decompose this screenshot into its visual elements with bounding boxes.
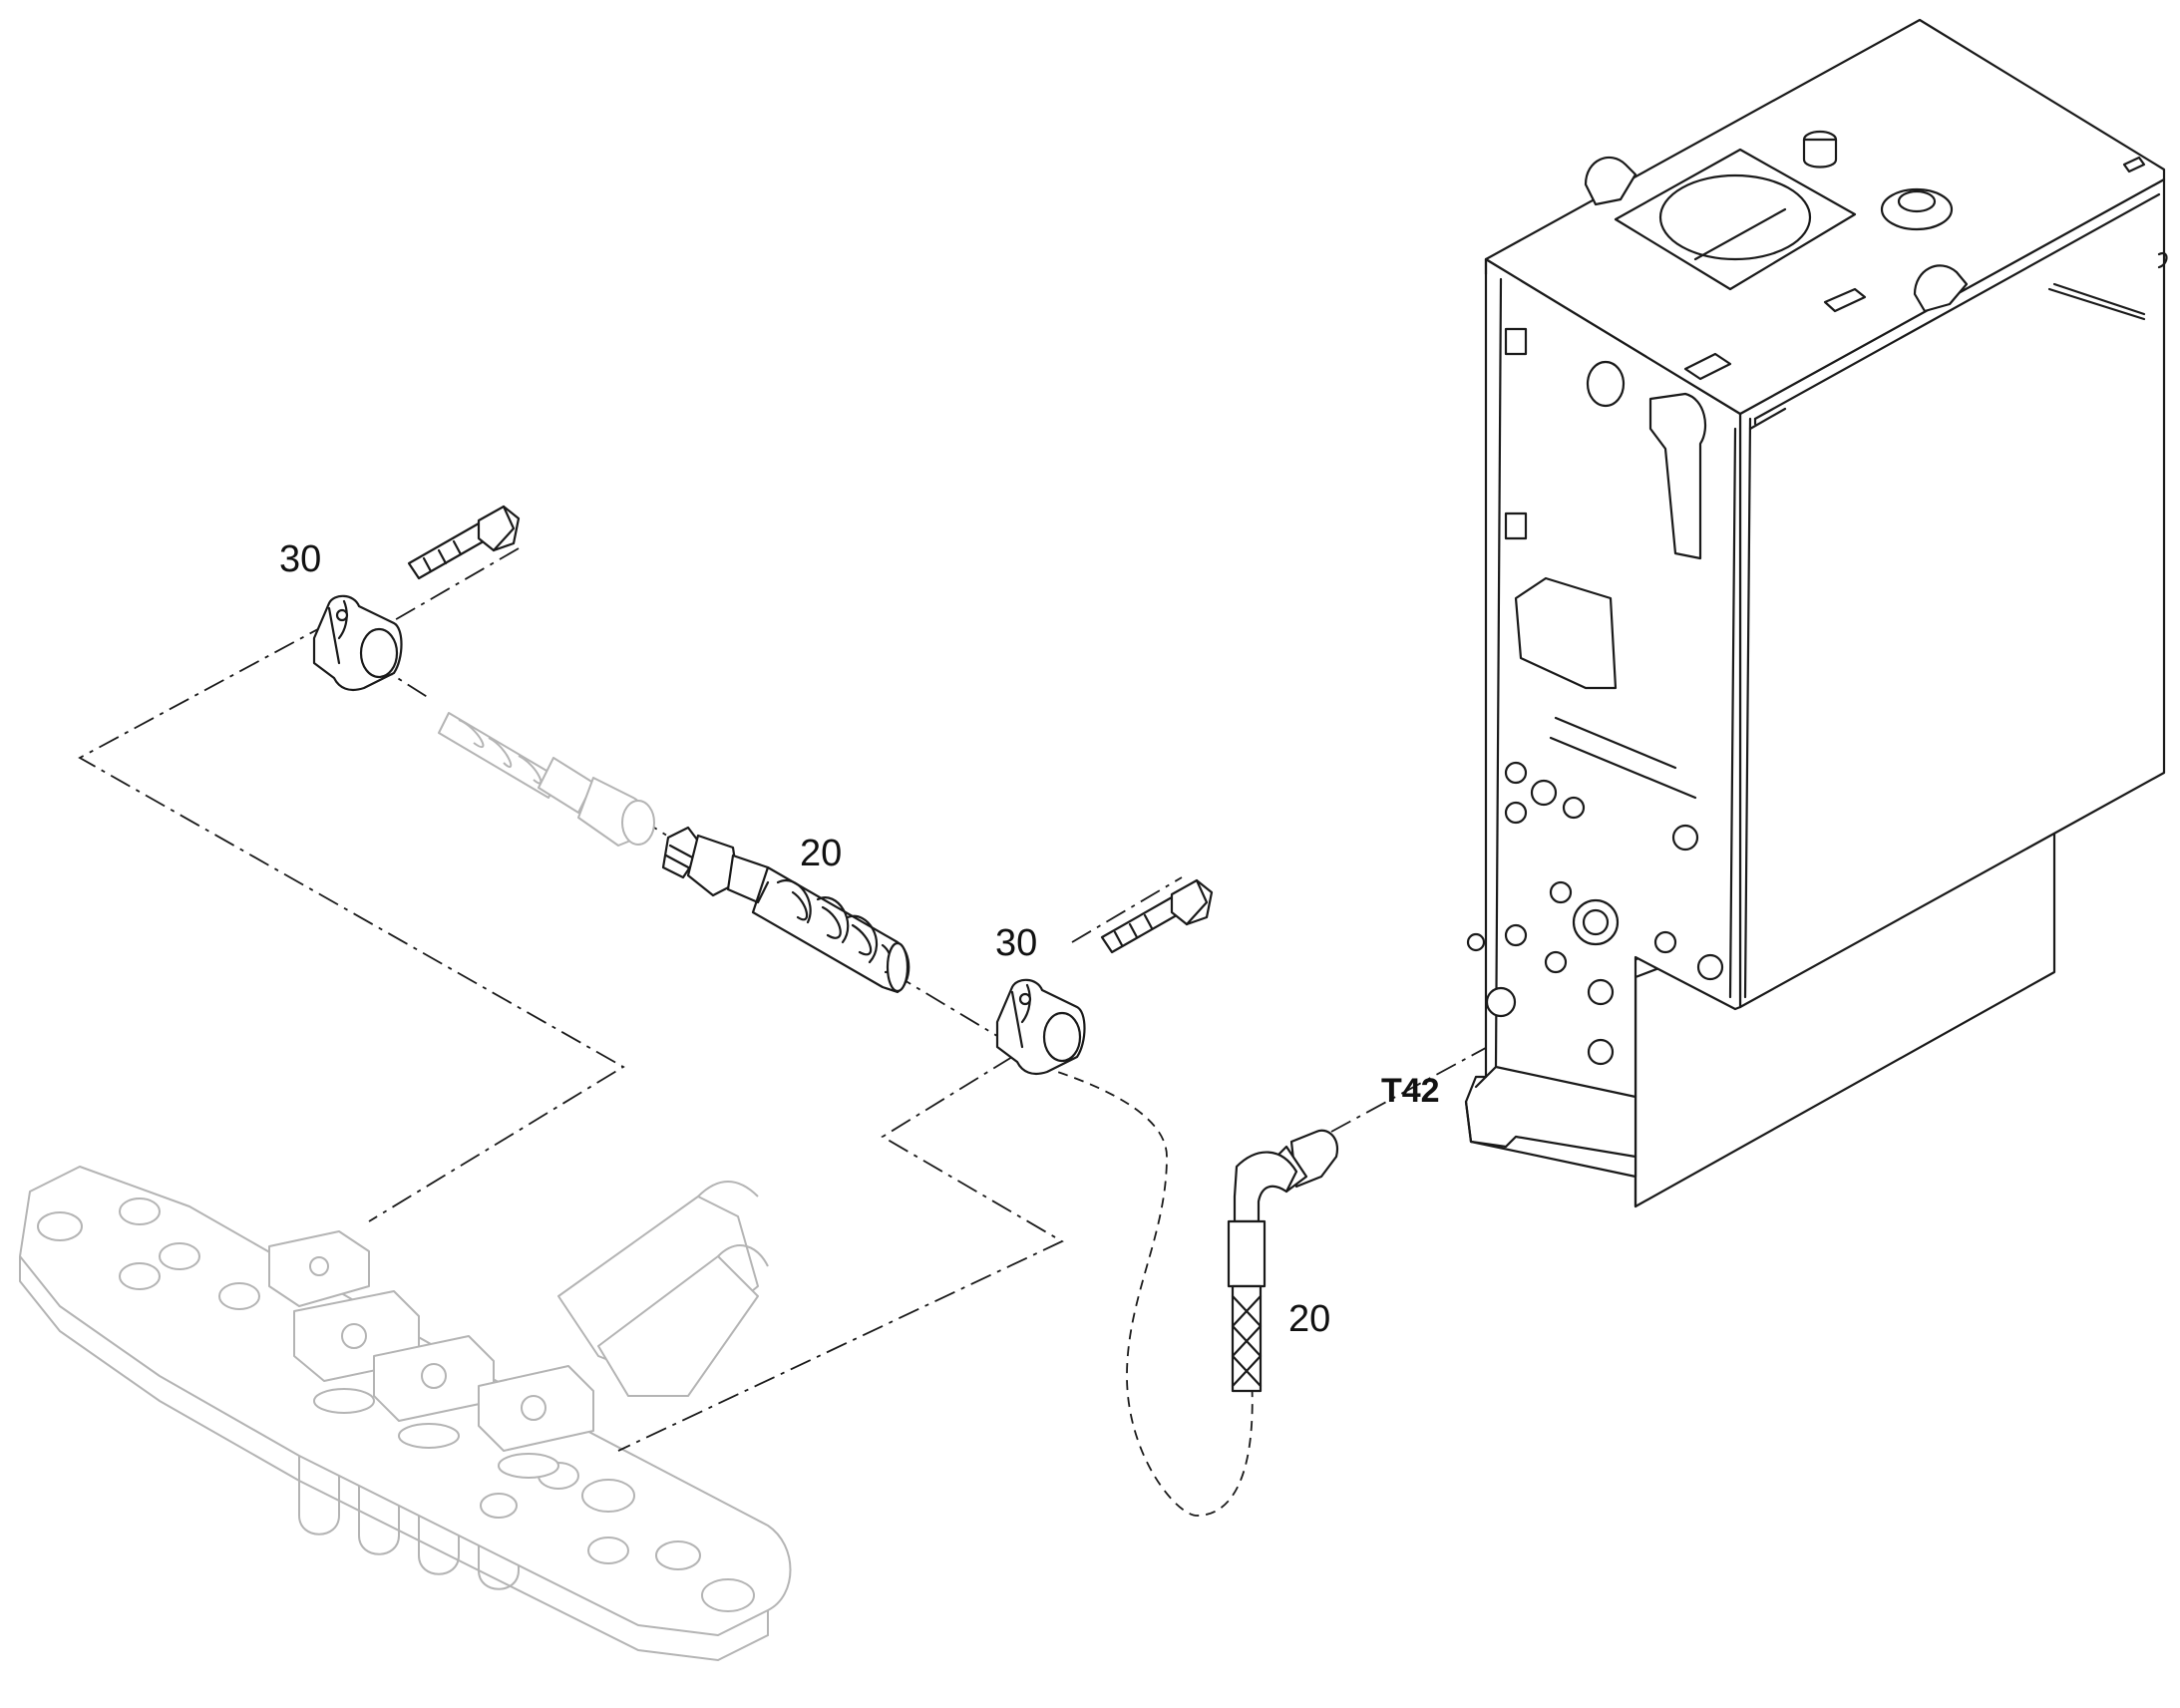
hydraulic-tank bbox=[1464, 18, 2168, 1208]
callout-30-middle: 30 bbox=[995, 922, 1037, 964]
callout-20-middle: 20 bbox=[800, 833, 842, 874]
callout-t42: T42 bbox=[1381, 1072, 1440, 1110]
bolt-middle bbox=[1100, 878, 1214, 954]
clamp-upper bbox=[312, 594, 403, 692]
elbow-hose bbox=[1227, 1129, 1339, 1393]
callout-20-lower: 20 bbox=[1288, 1298, 1330, 1340]
clamp-middle bbox=[995, 978, 1086, 1076]
ghosted-manifold-assembly bbox=[19, 1166, 792, 1662]
bolt-upper bbox=[407, 505, 521, 580]
ghost-hose-upper bbox=[438, 712, 655, 847]
manifold-flanges bbox=[268, 1230, 594, 1479]
tank-ports bbox=[1466, 761, 1724, 1066]
manifold-holes bbox=[37, 1197, 755, 1612]
hose-fitting-middle bbox=[661, 826, 910, 994]
callout-30-upper: 30 bbox=[279, 538, 321, 580]
